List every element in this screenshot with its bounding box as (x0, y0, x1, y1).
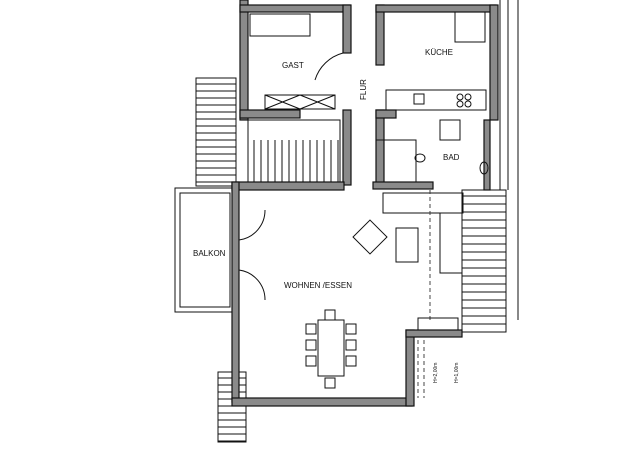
armchair (352, 219, 388, 255)
room-label-hallway: FLUR (359, 79, 368, 100)
height-annotation-2: H=1,00m (454, 363, 460, 383)
dining-chair (324, 377, 336, 389)
bed (249, 13, 311, 37)
exterior-stairs-left (195, 77, 237, 187)
dining-table (317, 319, 345, 377)
shower (439, 119, 461, 141)
dining-chair (305, 323, 317, 335)
exterior-stairs-right (461, 0, 519, 333)
height-annotation-1: H=2,00m (433, 363, 439, 383)
sofa (382, 192, 464, 214)
dining-chair (345, 339, 357, 351)
dining-chair (305, 355, 317, 367)
wardrobe (264, 94, 336, 110)
kitchen-counter (385, 89, 487, 111)
dining-chair (305, 339, 317, 351)
room-label-living-dining: WOHNEN /ESSEN (284, 281, 352, 290)
toilet (414, 153, 426, 163)
room-label-guest: GAST (282, 61, 304, 70)
room-label-balcony: BALKON (193, 249, 226, 258)
dining-chair (345, 355, 357, 367)
room-label-kitchen: KÜCHE (425, 48, 453, 57)
dining-chair (324, 309, 336, 321)
interior-stairs (247, 119, 417, 183)
room-label-bathroom: BAD (443, 153, 460, 162)
dining-chair (345, 323, 357, 335)
coffee-table (395, 227, 419, 263)
walls (231, 0, 499, 407)
